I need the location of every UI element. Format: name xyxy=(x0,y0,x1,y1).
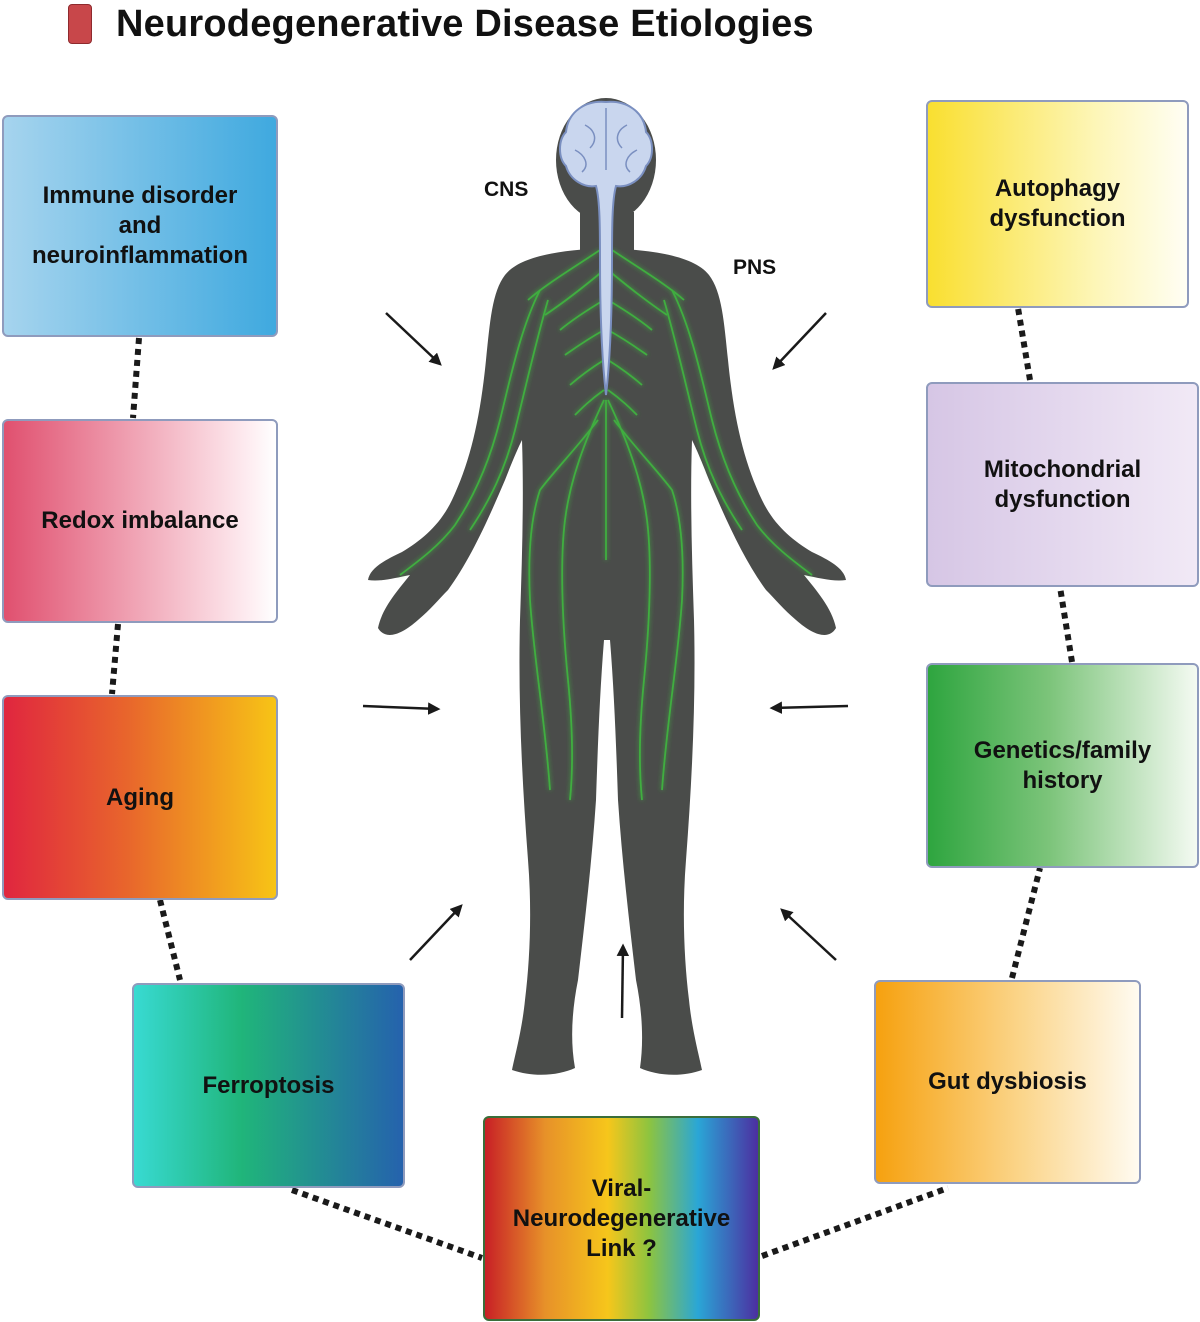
box-ferroptosis: Ferroptosis xyxy=(132,983,405,1188)
box-viral-line-3: Link ? xyxy=(586,1234,657,1262)
box-immune-line-2: and xyxy=(118,212,162,239)
connector-gut-genetics xyxy=(1009,867,1043,979)
box-immune-disorder-text: Immune disorder and neuroinflammation xyxy=(32,181,248,271)
box-gut-line-1: Gut dysbiosis xyxy=(928,1068,1087,1095)
connector-redox-aging xyxy=(109,623,121,695)
box-viral-text: Viral- Neurodegenerative Link ? xyxy=(513,1174,730,1264)
box-genetics: Genetics/family history xyxy=(926,663,1199,868)
box-mito-line-2: dysfunction xyxy=(994,485,1131,513)
arrow-bottom xyxy=(616,943,630,1019)
box-autophagy-line-1: Autophagy xyxy=(994,175,1121,202)
box-immune-line-3: neuroinflammation xyxy=(31,242,248,269)
title-badge-icon xyxy=(68,4,92,44)
box-ferroptosis-line-1: Ferroptosis xyxy=(202,1071,335,1099)
peripheral-nerves xyxy=(399,249,813,801)
connector-aging-ferroptosis xyxy=(157,899,183,981)
title-bar: Neurodegenerative Disease Etiologies xyxy=(68,2,814,46)
box-mito-line-1: Mitochondrial xyxy=(983,455,1142,483)
cns-label: CNS xyxy=(484,178,529,201)
central-nervous-system xyxy=(559,100,653,396)
arrow-mid-right xyxy=(769,701,849,714)
box-aging: Aging xyxy=(2,695,278,900)
box-autophagy-line-2: dysfunction xyxy=(989,205,1126,232)
arrow-mid-left xyxy=(362,702,441,715)
arrows xyxy=(362,312,849,1019)
connector-ferroptosis-viral xyxy=(290,1187,484,1261)
box-ferroptosis-text: Ferroptosis xyxy=(202,1071,334,1101)
connector-viral-gut xyxy=(760,1185,950,1259)
box-immune-line-1: Immune disorder xyxy=(42,182,238,209)
box-mitochondrial: Mitochondrial dysfunction xyxy=(926,382,1199,587)
box-redox-imbalance: Redox imbalance xyxy=(2,419,278,623)
box-aging-line-1: Aging xyxy=(106,783,174,811)
arrow-upper-right xyxy=(772,312,827,370)
box-autophagy-text: Autophagy dysfunction xyxy=(990,174,1126,234)
box-redox-line-1: Redox imbalance xyxy=(41,507,239,534)
arrow-lower-right xyxy=(780,908,837,961)
box-genetics-line-1: Genetics/family xyxy=(973,736,1152,764)
box-aging-text: Aging xyxy=(106,783,174,813)
connector-genetics-mito xyxy=(1057,586,1075,663)
diagram-title: Neurodegenerative Disease Etiologies xyxy=(116,2,814,45)
box-viral-link: Viral- Neurodegenerative Link ? xyxy=(483,1116,760,1321)
box-genetics-line-2: history xyxy=(1022,766,1103,794)
box-gut-text: Gut dysbiosis xyxy=(928,1067,1087,1097)
pns-label: PNS xyxy=(733,256,777,279)
box-autophagy: Autophagy dysfunction xyxy=(926,100,1189,308)
connector-mito-autophagy xyxy=(1015,307,1033,381)
box-viral-line-2: Neurodegenerative xyxy=(512,1204,731,1232)
box-redox-text: Redox imbalance xyxy=(41,506,238,536)
arrow-lower-left xyxy=(409,904,463,961)
box-genetics-text: Genetics/family history xyxy=(974,736,1151,796)
arrow-upper-left xyxy=(385,312,442,366)
box-gut-dysbiosis: Gut dysbiosis xyxy=(874,980,1141,1184)
box-immune-disorder: Immune disorder and neuroinflammation xyxy=(2,115,278,337)
box-mitochondrial-text: Mitochondrial dysfunction xyxy=(984,455,1141,515)
box-viral-line-1: Viral- xyxy=(591,1174,652,1202)
connector-immune-redox xyxy=(130,337,142,419)
